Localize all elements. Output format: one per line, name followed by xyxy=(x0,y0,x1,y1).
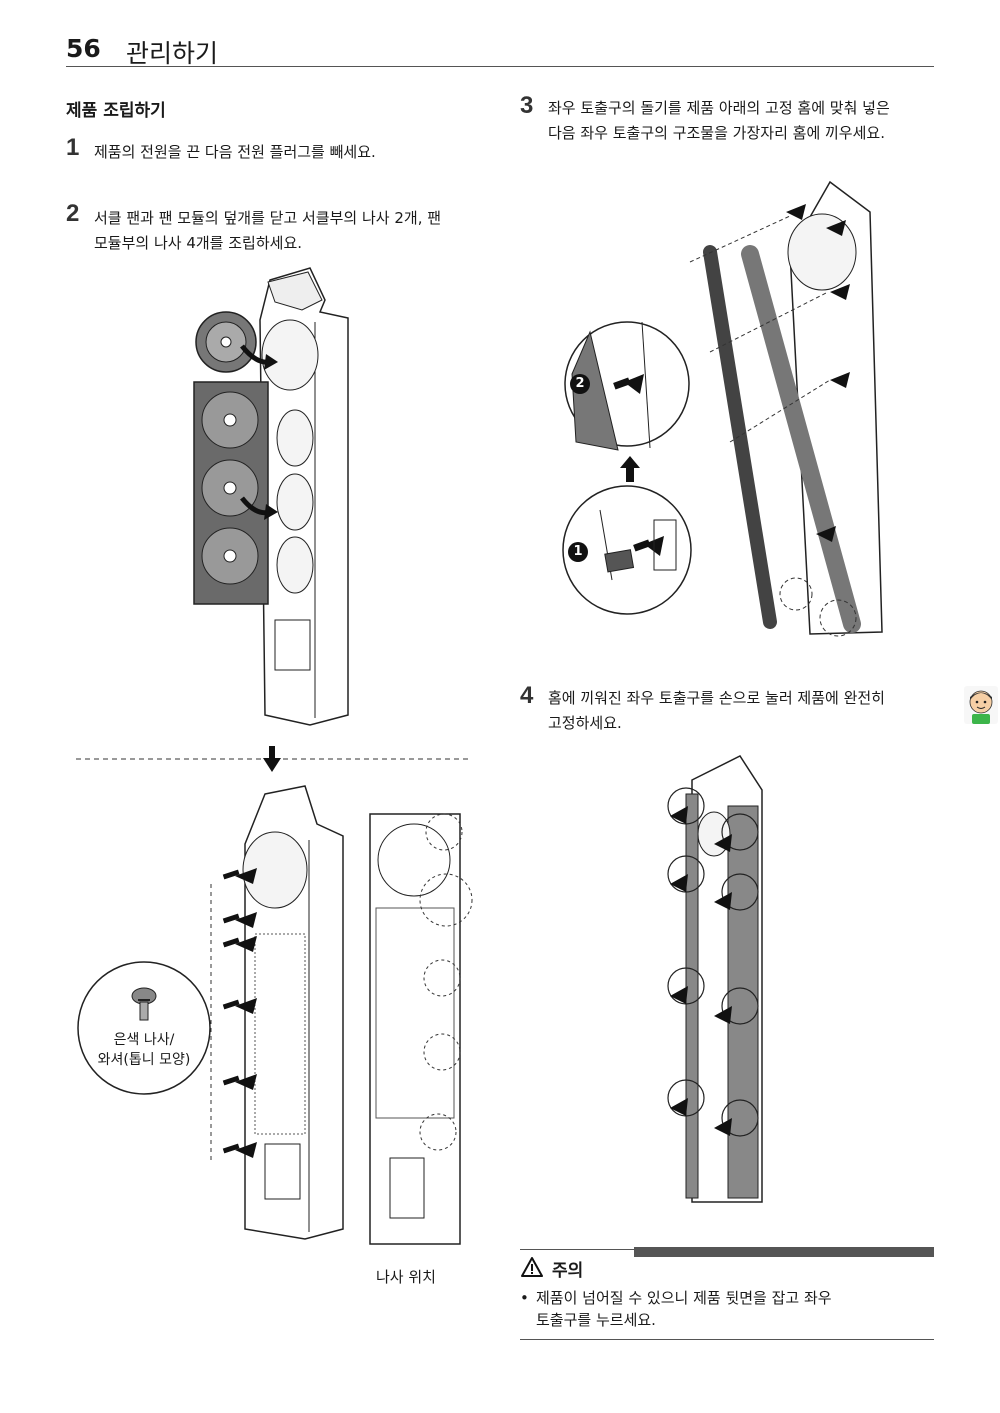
caution-title: 주의 xyxy=(552,1261,584,1281)
mascot-icon xyxy=(964,686,998,724)
detail-badge-1: 1 xyxy=(568,542,588,562)
caution-top-rule xyxy=(520,1249,634,1250)
screw-label-line-2: 와셔(톱니 모양) xyxy=(97,1052,191,1068)
step-3-line-2: 다음 좌우 토출구의 구조물을 가장자리 홈에 끼우세요. xyxy=(548,124,885,142)
page-title: 관리하기 xyxy=(126,39,219,68)
fan-module-close-illustration xyxy=(193,267,349,726)
caution-header-bar xyxy=(634,1247,934,1257)
step-2-line-2: 모듈부의 나사 4개를 조립하세요. xyxy=(94,234,303,252)
step-4-number: 4 xyxy=(520,682,534,709)
step-1-text: 제품의 전원을 끈 다음 전원 플러그를 빼세요. xyxy=(94,140,376,165)
separator-down-arrow xyxy=(76,746,470,772)
step-2-number: 2 xyxy=(66,200,80,227)
screw-position-illustration xyxy=(369,813,473,1245)
step-2-line-1: 서클 팬과 팬 모듈의 덮개를 닫고 서클부의 나사 2개, 팬 xyxy=(94,209,442,227)
screw-position-caption: 나사 위치 xyxy=(376,1268,436,1286)
detail-circle-2 xyxy=(564,321,690,451)
up-arrow-icon xyxy=(620,456,640,482)
caution-line-1: 제품이 넘어질 수 있으니 제품 뒷면을 잡고 좌우 xyxy=(536,1289,832,1307)
step-3-number: 3 xyxy=(520,92,534,119)
step-1-number: 1 xyxy=(66,134,80,161)
press-outlet-illustration xyxy=(667,755,763,1203)
step-4-text: 홈에 끼워진 좌우 토출구를 손으로 눌러 제품에 완전히 고정하세요. xyxy=(548,686,885,736)
screw-label: 은색 나사/ 와셔(톱니 모양) xyxy=(84,1030,204,1070)
step-4-line-1: 홈에 끼워진 좌우 토출구를 손으로 눌러 제품에 완전히 xyxy=(548,689,885,707)
caution-bottom-rule xyxy=(520,1339,934,1340)
step-3-line-1: 좌우 토출구의 돌기를 제품 아래의 고정 홈에 맞춰 넣은 xyxy=(548,99,890,117)
caution-line-2: 토출구를 누르세요. xyxy=(536,1311,656,1329)
screw-icon xyxy=(131,987,157,1021)
step-3-text: 좌우 토출구의 돌기를 제품 아래의 고정 홈에 맞춰 넣은 다음 좌우 토출구… xyxy=(548,96,890,146)
caution-text: 제품이 넘어질 수 있으니 제품 뒷면을 잡고 좌우 토출구를 누르세요. xyxy=(536,1287,926,1331)
caution-bullet: • xyxy=(520,1289,529,1307)
detail-circle-1 xyxy=(562,485,692,615)
side-outlet-insert-illustration xyxy=(689,180,883,637)
screw-label-line-1: 은색 나사/ xyxy=(113,1032,175,1048)
warning-triangle-icon xyxy=(521,1257,543,1277)
screw-assembly-illustration xyxy=(210,785,344,1240)
step-2-text: 서클 팬과 팬 모듈의 덮개를 닫고 서클부의 나사 2개, 팬 모듈부의 나사… xyxy=(94,206,441,256)
screw-callout-circle xyxy=(77,961,211,1095)
step-1-line-1: 제품의 전원을 끈 다음 전원 플러그를 빼세요. xyxy=(94,143,376,161)
detail-badge-2: 2 xyxy=(570,374,590,394)
section-title: 제품 조립하기 xyxy=(66,101,166,121)
step-4-line-2: 고정하세요. xyxy=(548,714,622,732)
page-number: 56 xyxy=(66,34,101,63)
header-divider xyxy=(66,66,934,67)
